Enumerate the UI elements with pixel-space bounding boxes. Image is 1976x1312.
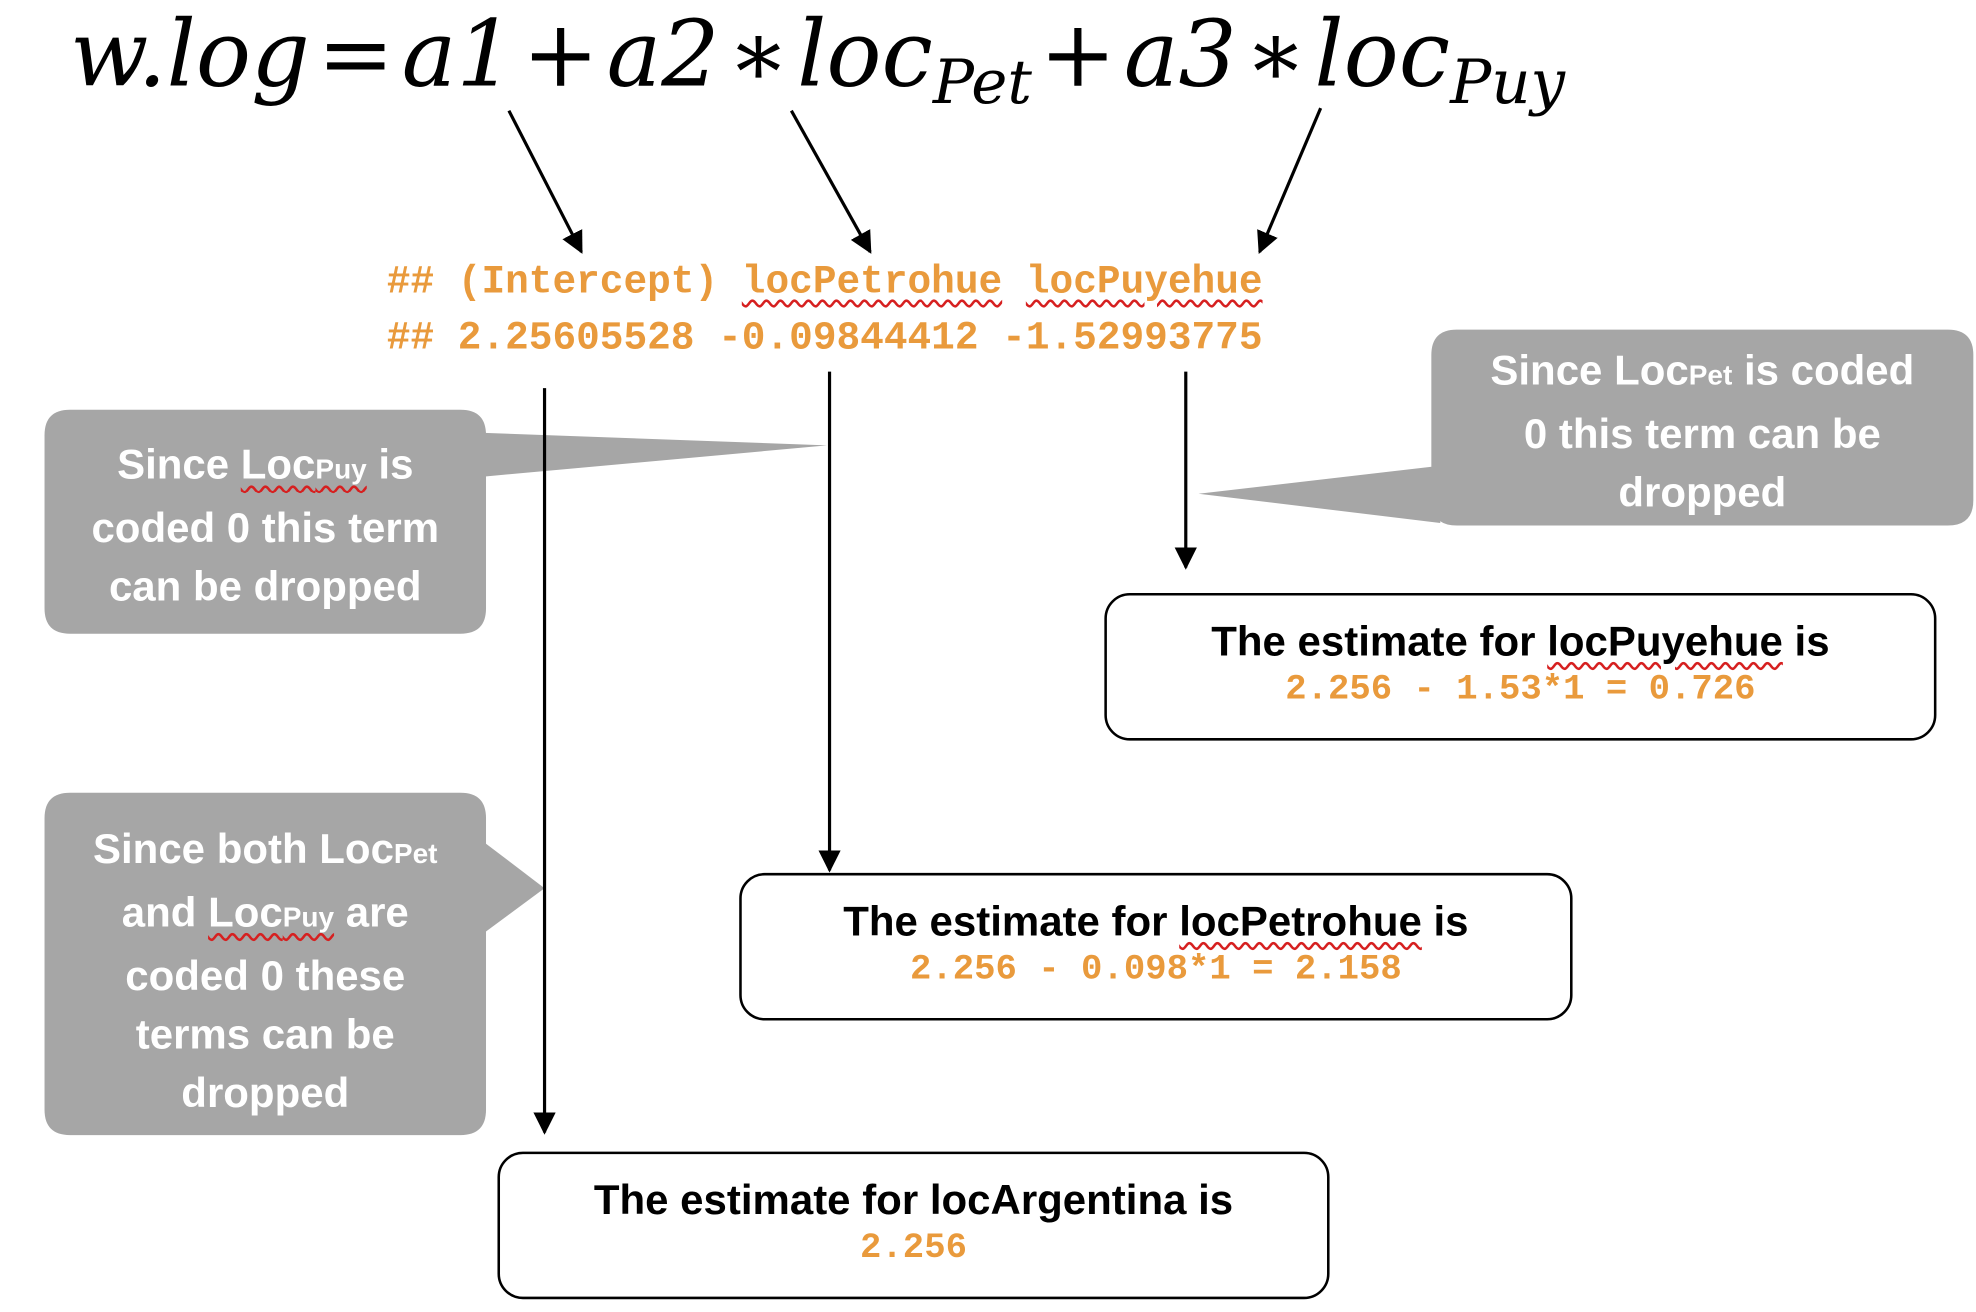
eq-plus-2: + [1039,0,1117,107]
eq-times-2: ∗ [1244,0,1307,107]
callout-pet-since: Since [1490,346,1615,394]
callout-both-line4: terms can be [135,1010,395,1058]
eq-a1: a1 [401,0,515,107]
eq-sub-pet: Pet [932,47,1032,119]
eq-sub-puy: Puy [1450,47,1566,119]
callout-both-since: Since both [93,824,320,872]
estimate-petrohue-calc: 2.256 - 0.098*1 = 2.158 [910,950,1402,991]
callout-both-text: Since both LocPet and LocPuy are coded 0… [45,819,486,1122]
code-term-locpetrohue: locPetrohue [741,260,1003,306]
eq-lhs: w.log [69,0,310,107]
arrow-a2-to-locpetrohue [789,109,872,254]
estimate-petrohue-prefix: The estimate for [843,897,1180,945]
estimate-box-petrohue: The estimate for locPetrohue is 2.256 - … [739,872,1573,1021]
callout-puy-text: Since LocPuy is coded 0 this term can be… [45,435,486,616]
estimate-puyehue-prefix: The estimate for [1211,617,1548,665]
code-row-names: ## (Intercept) locPetrohue locPuyehue [387,261,1263,306]
callout-puy-sub: Puy [315,453,367,485]
estimate-petrohue-suffix: is [1421,897,1469,945]
eq-loc-1: loc [797,0,933,107]
estimate-puyehue-title: The estimate for locPuyehue is [1107,615,1934,668]
arrow-a3-to-locpuyehue [1257,107,1323,255]
callout-both-line2: and LocPuy are [45,883,486,947]
eq-a2: a2 [606,0,720,107]
estimate-puyehue-calc: 2.256 - 1.53*1 = 0.726 [1285,670,1756,711]
code-row-values: ## 2.25605528 -0.09844412 -1.52993775 [386,316,1263,362]
callout-both-loc2-term: LocPuy [208,888,334,935]
callout-both-sub1: Pet [393,837,438,870]
estimate-petrohue-title: The estimate for locPetrohue is [742,895,1570,948]
callout-both-line1: Since both LocPet [45,819,486,883]
callout-puy-loc-term: LocPuy [241,440,367,487]
callout-pet-pointer [1198,465,1441,523]
callout-pet-is: is coded [1732,346,1915,394]
estimate-petrohue-term: locPetrohue [1179,897,1422,945]
callout-pet-line1: Since LocPet is coded [1431,341,1973,405]
callout-both-sub2: Puy [282,900,335,933]
callout-both-bubble [44,792,487,1136]
callout-both-loc2: Loc [208,888,283,936]
regression-equation: w.log=a1+a2∗locPet+a3∗locPuy [69,0,1565,118]
callout-puy-line3: can be dropped [108,562,422,610]
callout-both-pointer [480,839,545,936]
callout-puy-since: Since [117,440,241,488]
estimate-argentina-calc: 2.256 [860,1229,967,1269]
callout-pet-line3: dropped [1618,468,1787,516]
eq-a3: a3 [1123,0,1237,107]
callout-pet-sub: Pet [1688,358,1733,391]
code-row1-space [1002,261,1026,306]
callout-both-line3: coded 0 these [125,951,406,999]
estimate-argentina-title: The estimate for locArgentina is [593,1175,1234,1223]
code-term-locpuyehue: locPuyehue [1025,260,1263,306]
callout-both-are: are [334,888,409,936]
callout-both-and: and [121,888,209,936]
callout-puy-is: is [366,440,414,488]
estimate-puyehue-suffix: is [1782,617,1830,665]
callout-pet-loc: Loc [1614,346,1689,394]
callout-both-loc1: Loc [319,824,394,872]
eq-loc-2: loc [1314,0,1451,107]
callout-puy-line2: coded 0 this term [91,503,440,551]
callout-puy-loc: Loc [240,440,316,488]
callout-pet-bubble [1431,329,1974,526]
arrow-a1-to-intercept [507,109,583,254]
callout-pet-text: Since LocPet is coded 0 this term can be… [1431,341,1973,522]
eq-times-1: ∗ [727,0,790,107]
callout-puy-line1: Since LocPuy is [45,435,486,499]
eq-equals: = [317,0,395,107]
callout-pet-line2: 0 this term can be [1523,409,1881,457]
callout-both-line5: dropped [181,1068,350,1116]
callout-puy-pointer [477,432,827,478]
estimate-box-puyehue: The estimate for locPuyehue is 2.256 - 1… [1104,592,1937,741]
eq-plus-1: + [522,0,600,107]
estimate-box-argentina: The estimate for locArgentina is 2.256 [497,1151,1330,1300]
code-row1-prefix: ## (Intercept) [386,260,742,306]
estimate-puyehue-term: locPuyehue [1547,617,1783,665]
callout-puy-bubble [44,409,487,634]
